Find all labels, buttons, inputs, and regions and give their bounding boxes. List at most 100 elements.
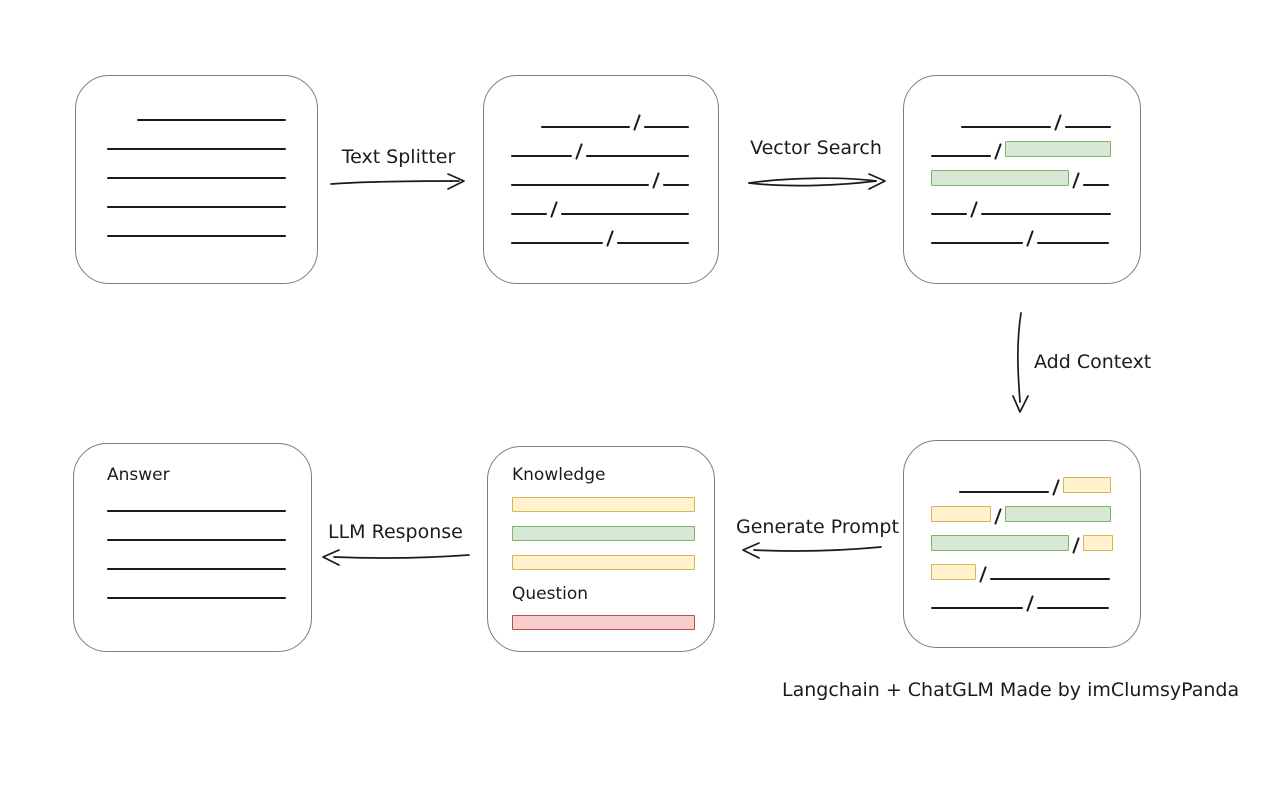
chunk-separator-slash <box>632 114 641 131</box>
add-context-arrow <box>1012 312 1029 413</box>
green-highlight-chip <box>1005 141 1111 157</box>
chunk-line <box>617 242 689 244</box>
chunk-line <box>511 184 650 186</box>
search-result-chunks-rows <box>904 76 1140 247</box>
answer-lines <box>107 510 286 599</box>
chunk-separator-slash <box>606 230 614 247</box>
chunk-line <box>931 242 1023 244</box>
credit-caption: Langchain + ChatGLM Made by imClumsyPand… <box>782 679 1240 701</box>
chunk-line <box>586 155 689 157</box>
prompt-box: Knowledge Question <box>487 446 715 652</box>
text-line <box>107 235 286 237</box>
text-splitter-arrow <box>330 173 465 190</box>
chunk-line <box>511 155 573 157</box>
chunk-row <box>931 562 1111 583</box>
chunk-row <box>931 139 1111 160</box>
green-highlight-chip <box>931 535 1069 551</box>
chunk-line <box>958 491 1049 493</box>
source-document-box <box>75 75 318 284</box>
split-chunks-rows <box>484 76 718 247</box>
chunk-separator-slash <box>1026 595 1034 612</box>
text-line <box>107 597 286 599</box>
red-prompt-bar <box>512 615 695 630</box>
question-label: Question <box>512 584 589 604</box>
green-highlight-chip <box>1005 506 1111 522</box>
llm-response-label: LLM Response <box>328 521 463 543</box>
knowledge-bars <box>512 497 695 570</box>
text-line <box>107 177 286 179</box>
vector-search-arrow <box>748 173 886 190</box>
chunk-row <box>511 226 689 247</box>
chunk-line <box>540 126 630 128</box>
yellow-highlight-chip <box>1083 535 1113 551</box>
text-splitter-label: Text Splitter <box>341 146 456 168</box>
generate-prompt-arrow <box>742 542 882 559</box>
chunk-row <box>511 139 689 160</box>
chunk-separator-slash <box>1072 172 1080 189</box>
chunk-separator-slash <box>549 201 558 218</box>
yellow-prompt-bar <box>512 497 695 512</box>
question-bars <box>512 615 695 630</box>
generate-prompt-label: Generate Prompt <box>736 516 899 538</box>
chunk-row <box>931 168 1111 189</box>
context-chunks-rows <box>904 441 1140 612</box>
text-line <box>107 539 286 541</box>
add-context-label: Add Context <box>1034 351 1152 373</box>
chunk-separator-slash <box>1054 114 1062 131</box>
chunk-separator-slash <box>1026 230 1034 247</box>
chunk-line <box>981 213 1111 215</box>
chunk-separator-slash <box>994 508 1002 525</box>
chunk-line <box>663 184 689 186</box>
chunk-separator-slash <box>1072 537 1080 554</box>
chunk-line <box>511 242 603 244</box>
split-chunks-box <box>483 75 719 284</box>
chunk-row <box>931 591 1111 612</box>
chunk-line <box>560 213 689 215</box>
yellow-highlight-chip <box>931 564 976 580</box>
knowledge-label: Knowledge <box>512 465 606 485</box>
chunk-separator-slash <box>575 143 584 160</box>
source-document-lines <box>107 119 286 237</box>
text-line <box>107 206 286 208</box>
chunk-line <box>990 578 1110 580</box>
chunk-row <box>511 168 689 189</box>
text-line <box>107 568 286 570</box>
chunk-row <box>931 226 1111 247</box>
green-prompt-bar <box>512 526 695 541</box>
chunk-row <box>931 197 1111 218</box>
chunk-line <box>1037 607 1109 609</box>
answer-box: Answer <box>73 443 312 652</box>
chunk-line <box>1065 126 1111 128</box>
chunk-row <box>931 533 1113 554</box>
chunk-separator-slash <box>970 201 978 218</box>
yellow-prompt-bar <box>512 555 695 570</box>
chunk-row <box>931 504 1111 525</box>
green-highlight-chip <box>931 170 1069 186</box>
answer-label: Answer <box>107 465 170 485</box>
chunk-line <box>931 607 1023 609</box>
chunk-row <box>931 110 1111 131</box>
chunk-line <box>961 126 1051 128</box>
chunk-separator-slash <box>652 172 661 189</box>
chunk-separator-slash <box>1052 479 1060 496</box>
chunk-row <box>511 197 689 218</box>
yellow-highlight-chip <box>1063 477 1111 493</box>
chunk-separator-slash <box>979 566 987 583</box>
llm-response-arrow <box>322 549 470 566</box>
chunk-line <box>511 213 547 215</box>
yellow-highlight-chip <box>931 506 991 522</box>
text-line <box>107 148 286 150</box>
chunk-row <box>511 110 690 131</box>
chunk-separator-slash <box>994 143 1002 160</box>
chunk-row <box>931 475 1111 496</box>
chunk-line <box>931 213 967 215</box>
text-line <box>137 119 286 121</box>
chunk-line <box>643 126 690 128</box>
context-chunks-box <box>903 440 1141 648</box>
search-result-chunks-box <box>903 75 1141 284</box>
vector-search-label: Vector Search <box>750 137 882 159</box>
chunk-line <box>1037 242 1109 244</box>
chunk-line <box>1083 184 1109 186</box>
chunk-line <box>931 155 991 157</box>
